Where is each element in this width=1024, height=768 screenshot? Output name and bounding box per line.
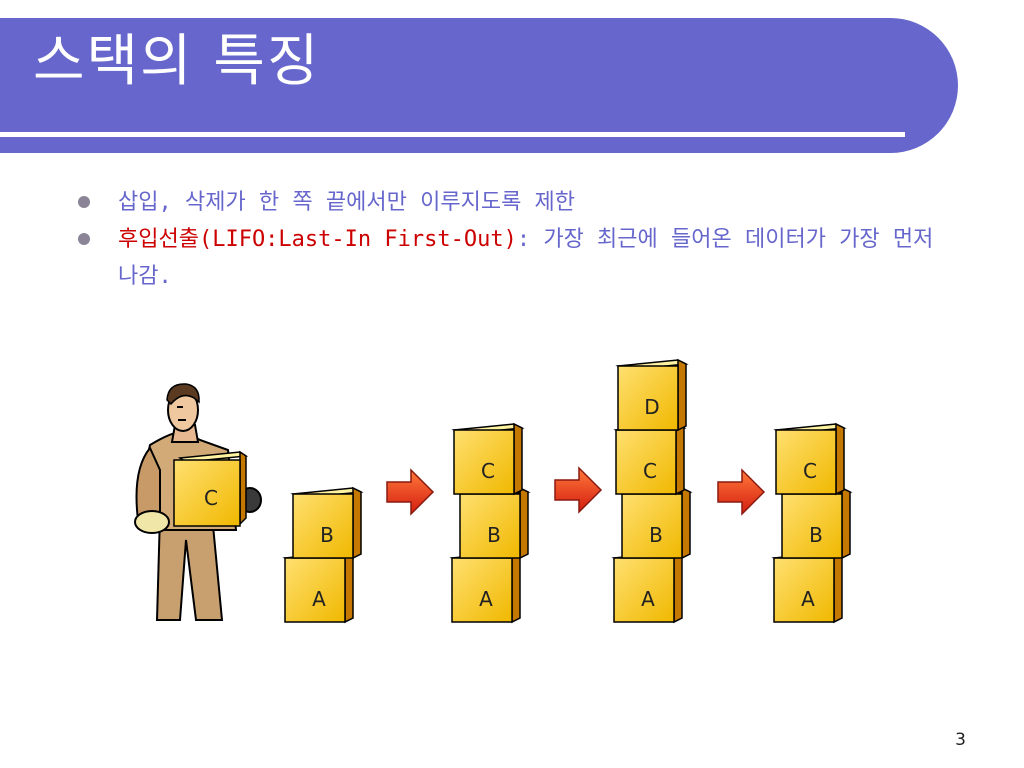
stack-box: A [282,550,356,624]
stack-box: A [611,550,685,624]
stack-box: A [449,550,523,624]
bullet-dot-icon [78,233,90,245]
bullet-list: 삽입, 삭제가 한 쪽 끝에서만 이루지도록 제한 후입선출(LIFO:Last… [78,184,958,295]
stack-box-label: B [809,523,823,547]
arrow-icon [717,468,766,516]
stack-box-label: A [312,587,326,611]
stack-box: B [779,486,853,560]
stack-box-label: B [320,523,334,547]
title-underline [0,132,905,137]
title-banner [0,18,958,153]
stack-box-label: A [801,587,815,611]
stack-box: B [290,486,364,560]
stack-box-label: C [481,459,495,483]
held-box-label: C [204,486,218,510]
slide-title: 스택의 특징 [33,29,321,94]
stack-box-label: B [649,523,663,547]
stack-box-label: C [643,459,657,483]
stack-box-label: D [644,395,659,419]
stack-box-label: A [479,587,493,611]
stack-box-label: B [487,523,501,547]
stack-box: C [613,422,687,496]
stack-3: A B C D [611,358,693,624]
stack-box: A [771,550,845,624]
arrow-icon [386,468,435,516]
stack-2: A B C [449,422,531,624]
stack-box: C [773,422,847,496]
bullet-text-1: 삽입, 삭제가 한 쪽 끝에서만 이루지도록 제한 [118,190,576,215]
bullet-item-2: 후입선출(LIFO:Last-In First-Out): 가장 최근에 들어온… [78,221,958,295]
stack-box: C [451,422,525,496]
stack-box-label: A [641,587,655,611]
stack-box: B [457,486,531,560]
stack-box: B [619,486,693,560]
stack-4: A B C [771,422,853,624]
arrow-icon [554,466,603,514]
bullet-text-2: : 가장 최근에 들어온 데이터가 가장 먼저 나감. [118,227,934,289]
bullet-dot-icon [78,196,90,208]
page-number: 3 [955,730,966,750]
bullet-highlight-lifo: 후입선출(LIFO:Last-In First-Out) [118,227,517,252]
stack-box: D [615,358,689,432]
bullet-item-1: 삽입, 삭제가 한 쪽 끝에서만 이루지도록 제한 [78,184,958,221]
stack-box-label: C [803,459,817,483]
stack-1: AB [282,486,364,624]
held-box-c: C [173,450,249,527]
